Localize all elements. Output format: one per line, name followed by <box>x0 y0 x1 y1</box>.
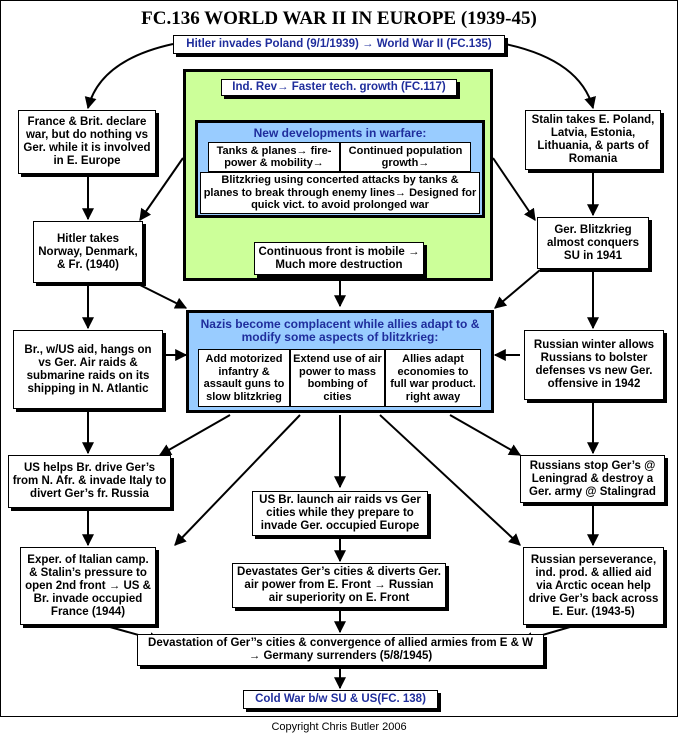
air-raids-box: US Br. launch air raids vs Ger cities wh… <box>252 491 428 536</box>
page-title: FC.136 WORLD WAR II IN EUROPE (1939-45) <box>141 8 537 29</box>
hitler-invades-poland-box: Hitler invades Poland (9/1/1939) → World… <box>173 35 505 54</box>
germany-surrenders-box: Devastation of Ger’’s cities & convergen… <box>137 634 544 666</box>
war-economies-cell: Allies adapt economies to full war produ… <box>385 349 481 407</box>
france-britain-box: France & Brit. declare war, but do nothi… <box>18 110 156 174</box>
russian-perseverance-box: Russian perseverance, ind. prod. & allie… <box>523 547 664 625</box>
blitzkrieg-cell: Blitzkrieg using concerted attacks by ta… <box>200 172 480 214</box>
air-power-cell: Extend use of air power to mass bombing … <box>290 349 385 407</box>
devastates-cities-box: Devastates Ger’s cities & diverts Ger. a… <box>232 563 446 608</box>
ind-rev-box: Ind. Rev→ Faster tech. growth (FC.117) <box>221 79 457 96</box>
russian-winter-box: Russian winter allows Russians to bolste… <box>524 330 664 400</box>
blitzkrieg-su-box: Ger. Blitzkrieg almost conquers SU in 19… <box>537 217 649 269</box>
motorized-infantry-cell: Add motorized infantry & assault guns to… <box>198 349 290 407</box>
continuous-front-box: Continuous front is mobile → Much more d… <box>254 242 424 275</box>
tanks-planes-cell: Tanks & planes→ fire-power & mobility→ <box>208 142 340 172</box>
hitler-takes-box: Hitler takes Norway, Denmark, & Fr. (194… <box>33 221 143 283</box>
stalingrad-box: Russians stop Ger’s @ Leningrad & destro… <box>520 455 665 503</box>
copyright-text: Copyright Chris Butler 2006 <box>271 721 407 733</box>
cold-war-box: Cold War b/w SU & US(FC. 138) <box>243 690 438 709</box>
us-helps-britain-box: US helps Br. drive Ger’s from N. Afr. & … <box>8 455 171 508</box>
new-developments-heading: New developments in warfare: <box>253 126 427 140</box>
nazis-complacent-heading: Nazis become complacent while allies ada… <box>200 317 480 344</box>
britain-holds-box: Br., w/US aid, hangs on vs Ger. Air raid… <box>13 330 163 409</box>
stalin-takes-box: Stalin takes E. Poland, Latvia, Estonia,… <box>525 110 661 170</box>
second-front-box: Exper. of Italian camp. & Stalin’s press… <box>20 547 156 625</box>
population-growth-cell: Continued population growth→ <box>340 142 471 172</box>
